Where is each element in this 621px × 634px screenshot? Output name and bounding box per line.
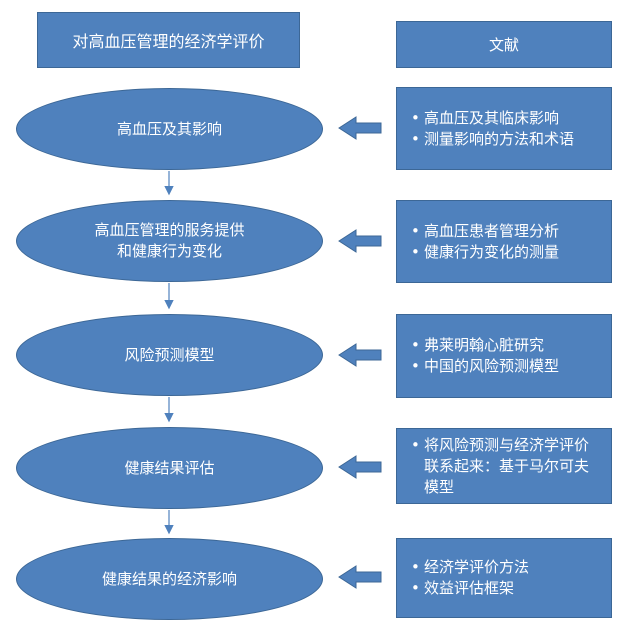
literature-3-item-2: 中国的风险预测模型 xyxy=(411,356,603,377)
literature-2-item-1: 高血压患者管理分析 xyxy=(411,221,603,242)
literature-5-item-1: 经济学评价方法 xyxy=(411,557,603,578)
literature-header-box: 文献 xyxy=(396,21,612,68)
literature-4-item-1: 将风险预测与经济学评价联系起来：基于马尔可夫模型 xyxy=(411,435,603,498)
stage-ellipse-4: 健康结果评估 xyxy=(16,427,323,509)
stage-1-line-1: 高血压及其影响 xyxy=(116,119,222,138)
stage-2-line-2: 和健康行为变化 xyxy=(116,242,222,260)
block-arrow-1 xyxy=(338,116,382,140)
stage-3-line-1: 风险预测模型 xyxy=(124,345,215,364)
literature-box-4: 将风险预测与经济学评价联系起来：基于马尔可夫模型 xyxy=(396,428,612,504)
literature-box-1: 高血压及其临床影响 测量影响的方法和术语 xyxy=(396,87,612,170)
literature-box-2: 高血压患者管理分析 健康行为变化的测量 xyxy=(396,200,612,283)
stage-ellipse-2: 高血压管理的服务提供 和健康行为变化 xyxy=(16,200,323,282)
literature-box-5: 经济学评价方法 效益评估框架 xyxy=(396,538,612,618)
literature-1-item-2: 测量影响的方法和术语 xyxy=(411,129,603,150)
literature-box-3: 弗莱明翰心脏研究 中国的风险预测模型 xyxy=(396,314,612,398)
literature-5-item-2: 效益评估框架 xyxy=(411,578,603,599)
block-arrow-4 xyxy=(338,455,382,479)
title-box: 对高血压管理的经济学评价 xyxy=(37,12,300,68)
stage-ellipse-1: 高血压及其影响 xyxy=(16,88,323,170)
stage-ellipse-3: 风险预测模型 xyxy=(16,314,323,396)
literature-2-item-2: 健康行为变化的测量 xyxy=(411,242,603,263)
stage-5-line-1: 健康结果的经济影响 xyxy=(101,569,237,588)
stage-ellipse-5: 健康结果的经济影响 xyxy=(16,538,323,620)
stage-2-line-1: 高血压管理的服务提供 xyxy=(94,221,245,239)
block-arrow-5 xyxy=(338,565,382,589)
stage-4-line-1: 健康结果评估 xyxy=(124,458,215,477)
title-text: 对高血压管理的经济学评价 xyxy=(72,32,265,51)
block-arrow-3 xyxy=(338,343,382,367)
literature-3-item-1: 弗莱明翰心脏研究 xyxy=(411,335,603,356)
literature-1-item-1: 高血压及其临床影响 xyxy=(411,108,603,129)
block-arrow-2 xyxy=(338,229,382,253)
literature-header-text: 文献 xyxy=(488,36,519,54)
